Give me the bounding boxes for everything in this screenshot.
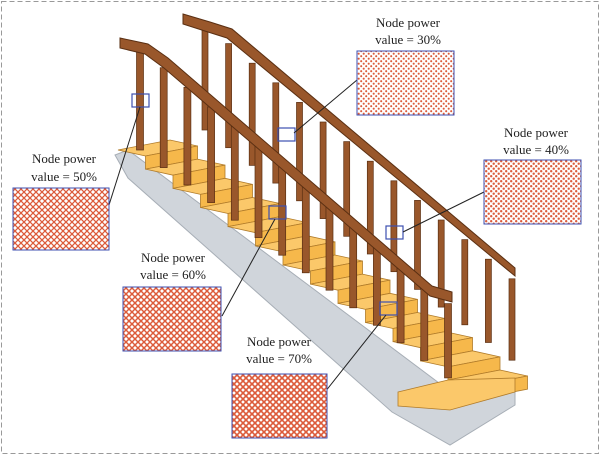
baluster bbox=[508, 278, 516, 361]
texture-swatch-50 bbox=[12, 187, 110, 251]
callout-50: Node power value = 50% bbox=[12, 151, 110, 251]
baluster bbox=[278, 165, 287, 256]
callout-40: Node power value = 40% bbox=[483, 125, 582, 225]
leader-lines bbox=[108, 79, 485, 393]
back-handrail bbox=[182, 13, 516, 278]
baluster bbox=[325, 204, 334, 291]
baluster bbox=[225, 43, 232, 149]
baluster bbox=[207, 106, 215, 203]
callout-70: Node power value = 70% bbox=[231, 334, 328, 439]
baluster bbox=[461, 239, 469, 326]
texture-swatch-60 bbox=[122, 286, 222, 352]
callout-40-label-line1: Node power bbox=[504, 125, 569, 140]
baluster bbox=[301, 185, 310, 274]
callout-60-label-line1: Node power bbox=[141, 250, 206, 265]
baluster bbox=[414, 200, 421, 290]
callout-60-label-line2: value = 60% bbox=[140, 267, 206, 282]
baluster bbox=[248, 62, 256, 166]
baluster bbox=[420, 283, 429, 361]
stair-landing bbox=[397, 377, 516, 411]
baluster bbox=[366, 160, 374, 255]
node-marker-30 bbox=[277, 127, 296, 142]
baluster bbox=[159, 67, 168, 168]
stair-stringer bbox=[114, 149, 516, 446]
leader-line-70 bbox=[324, 314, 387, 393]
callout-70-label-line2: value = 70% bbox=[246, 351, 312, 366]
baluster bbox=[373, 244, 381, 326]
node-marker-60 bbox=[268, 205, 287, 220]
texture-swatch-70 bbox=[231, 373, 328, 439]
front-handrail bbox=[119, 37, 453, 303]
baluster bbox=[254, 145, 263, 238]
callout-30-label-line1: Node power bbox=[376, 15, 441, 30]
baluster bbox=[319, 121, 327, 219]
callout-30: Node power value = 30% bbox=[356, 15, 455, 116]
leader-line-60 bbox=[221, 218, 276, 317]
baluster bbox=[230, 126, 239, 221]
back-balusters bbox=[201, 23, 516, 361]
baluster bbox=[201, 23, 209, 131]
node-marker-50 bbox=[131, 93, 150, 108]
callout-60: Node power value = 60% bbox=[122, 250, 222, 352]
baluster bbox=[272, 82, 280, 184]
baluster bbox=[485, 258, 492, 343]
leader-line-50 bbox=[108, 106, 141, 206]
staircase bbox=[114, 13, 528, 446]
baluster bbox=[343, 141, 351, 237]
callout-50-label-line1: Node power bbox=[32, 151, 97, 166]
leader-line-30 bbox=[293, 79, 358, 134]
texture-swatch-40 bbox=[483, 159, 582, 225]
baluster bbox=[444, 303, 452, 379]
node-markers bbox=[131, 93, 404, 316]
node-marker-40 bbox=[385, 225, 404, 240]
baluster bbox=[183, 86, 192, 186]
callout-70-label-line1: Node power bbox=[247, 334, 312, 349]
baluster bbox=[396, 263, 405, 344]
baluster bbox=[349, 224, 358, 309]
baluster bbox=[437, 219, 445, 308]
callout-30-label-line2: value = 30% bbox=[375, 32, 441, 47]
front-balusters bbox=[136, 47, 452, 379]
node-marker-70 bbox=[379, 301, 398, 316]
baluster bbox=[296, 102, 303, 202]
baluster bbox=[136, 47, 144, 151]
leader-line-40 bbox=[402, 191, 485, 233]
callout-50-label-line2: value = 50% bbox=[31, 169, 97, 184]
texture-swatch-30 bbox=[356, 50, 455, 116]
callout-40-label-line2: value = 40% bbox=[503, 142, 569, 157]
